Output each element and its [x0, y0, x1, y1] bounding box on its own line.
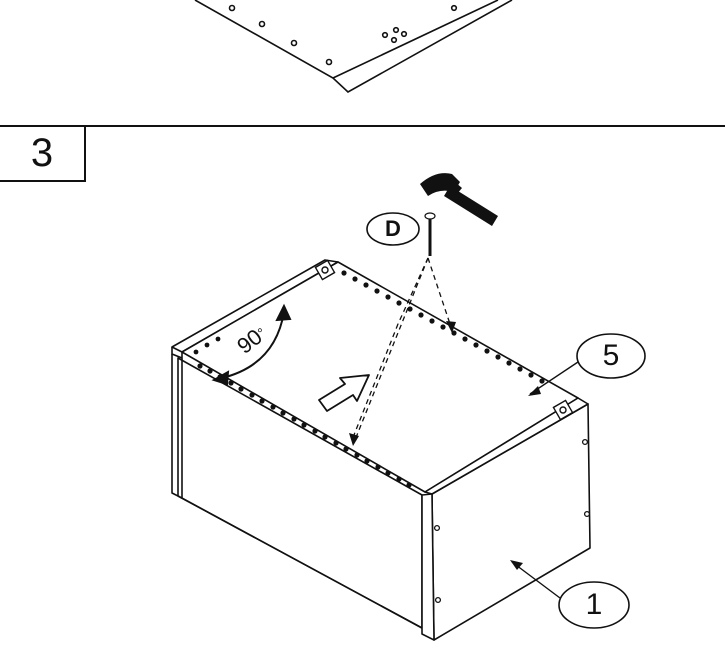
callout-shapes — [366, 212, 646, 629]
callout-ellipse-5 — [576, 333, 646, 379]
callout-part-5: 5 — [602, 339, 620, 372]
panel-holes — [433, 438, 591, 604]
callout-ellipse-d — [366, 212, 420, 246]
nail-icon — [424, 212, 436, 256]
callout-part-1: 1 — [585, 588, 603, 621]
push-arrow-icon — [318, 374, 370, 412]
leader-arrowheads — [510, 386, 541, 570]
cam-connector — [314, 259, 574, 421]
nail-dots-back — [341, 270, 545, 384]
callout-fastener-d: D — [385, 216, 401, 241]
nail-guide-lines — [351, 257, 452, 441]
step-number-box — [0, 126, 86, 182]
step-number: 3 — [30, 130, 54, 175]
previous-step-board — [194, 0, 513, 93]
angle-arc — [211, 303, 292, 386]
callout-ellipse-1 — [558, 581, 630, 629]
nail-guide-arrowheads — [349, 321, 456, 446]
cabinet-box — [171, 259, 591, 641]
nail-dots-left — [193, 336, 221, 355]
hammer-icon — [420, 173, 498, 226]
